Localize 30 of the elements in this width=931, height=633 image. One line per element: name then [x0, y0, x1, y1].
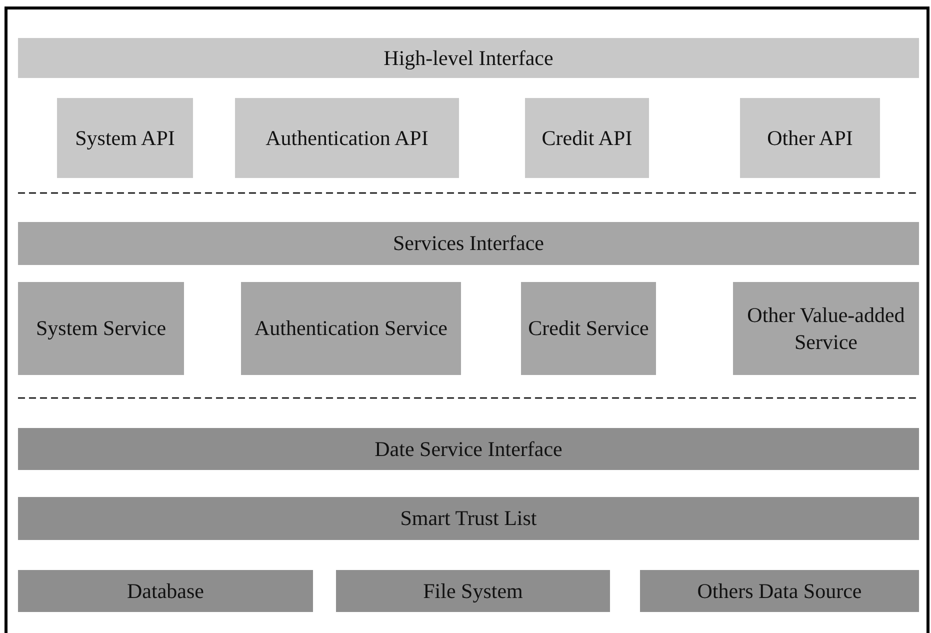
module-box — [521, 282, 656, 375]
layer-label: System API — [75, 124, 175, 152]
layer-band — [18, 38, 919, 78]
module-box — [640, 570, 919, 612]
module-box — [733, 282, 919, 375]
layer-label: Smart Trust List — [400, 505, 537, 532]
module-box — [525, 98, 649, 178]
layer-label: Credit API — [542, 124, 632, 152]
module-box — [18, 282, 184, 375]
layer-label: Other API — [767, 124, 853, 152]
layer-label: File System — [423, 578, 523, 604]
layer-label: Database — [127, 578, 204, 604]
layer-band — [18, 428, 919, 470]
layer-label: Other Value-added Service — [746, 302, 906, 355]
layer-label: Authentication API — [266, 124, 428, 152]
layer-band — [18, 497, 919, 540]
module-box — [241, 282, 461, 375]
layer-label: Date Service Interface — [374, 436, 562, 462]
module-box — [57, 98, 193, 178]
module-box — [235, 98, 459, 178]
module-box — [336, 570, 610, 612]
layer-label: Others Data Source — [697, 578, 862, 604]
layer-label: Credit Service — [528, 315, 649, 342]
module-box — [740, 98, 880, 178]
layer-label: Authentication Service — [254, 315, 448, 342]
layer-label: High-level Interface — [384, 44, 554, 72]
module-box — [18, 570, 313, 612]
layer-label: Services Interface — [393, 230, 544, 257]
layer-band — [18, 222, 919, 265]
layer-label: System Service — [36, 315, 166, 342]
